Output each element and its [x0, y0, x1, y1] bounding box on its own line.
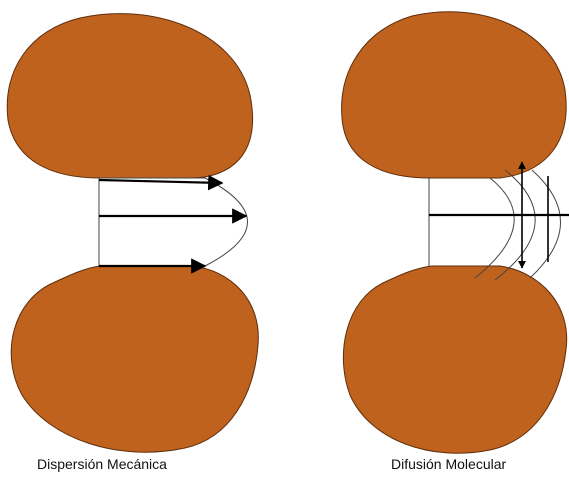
diffusion-front-curve-2	[494, 169, 536, 281]
velocity-profile-parabola	[99, 177, 248, 267]
grain-top-right	[341, 11, 567, 179]
panel-mechanical-dispersion	[6, 13, 259, 453]
panel-molecular-diffusion	[341, 11, 569, 454]
caption-molecular-diffusion: Difusión Molecular	[391, 456, 507, 472]
grain-top-left	[6, 13, 253, 179]
diffusion-front-curve-1	[474, 177, 515, 279]
velocity-arrow-top	[98, 174, 224, 191]
grain-bottom-left	[10, 265, 259, 453]
caption-mechanical-dispersion: Dispersión Mecánica	[37, 456, 167, 472]
diffusion-front-curve-3	[529, 169, 561, 279]
grain-bottom-right	[343, 265, 568, 454]
